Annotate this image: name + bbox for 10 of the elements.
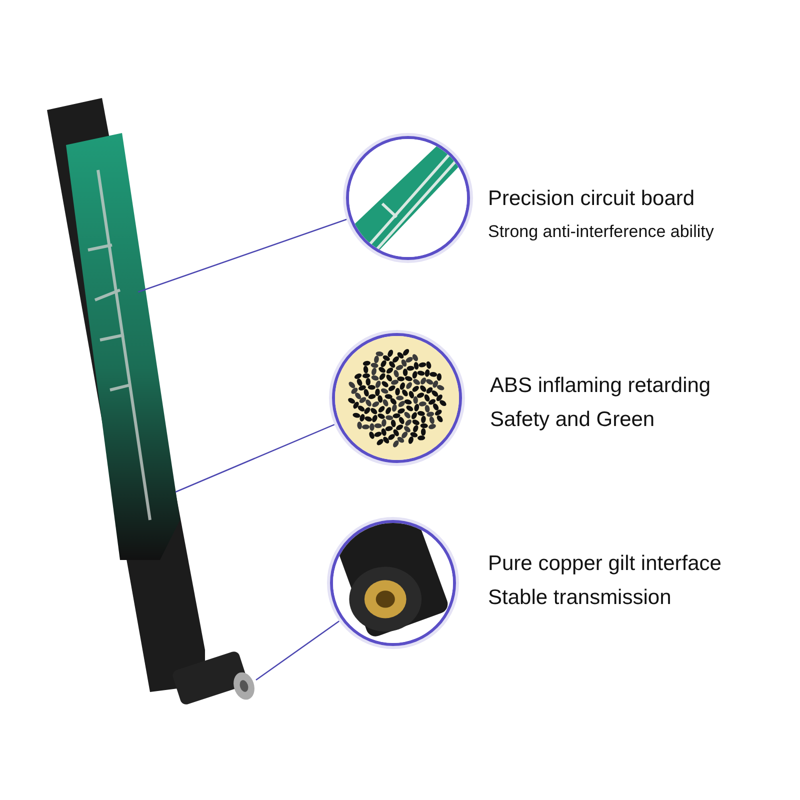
leader-line (138, 218, 347, 293)
feature-title: ABS inflaming retarding (490, 373, 712, 399)
feature-title: Pure copper gilt interface (488, 551, 722, 577)
feature-description: Safety and Green (490, 407, 656, 433)
feature-description: Stable transmission (488, 585, 672, 611)
feature-description: Strong anti-interference ability (488, 221, 715, 243)
antenna-drawing (47, 98, 254, 706)
feature-title: Precision circuit board (488, 186, 696, 212)
leader-line (256, 620, 340, 681)
leader-line (175, 424, 335, 493)
